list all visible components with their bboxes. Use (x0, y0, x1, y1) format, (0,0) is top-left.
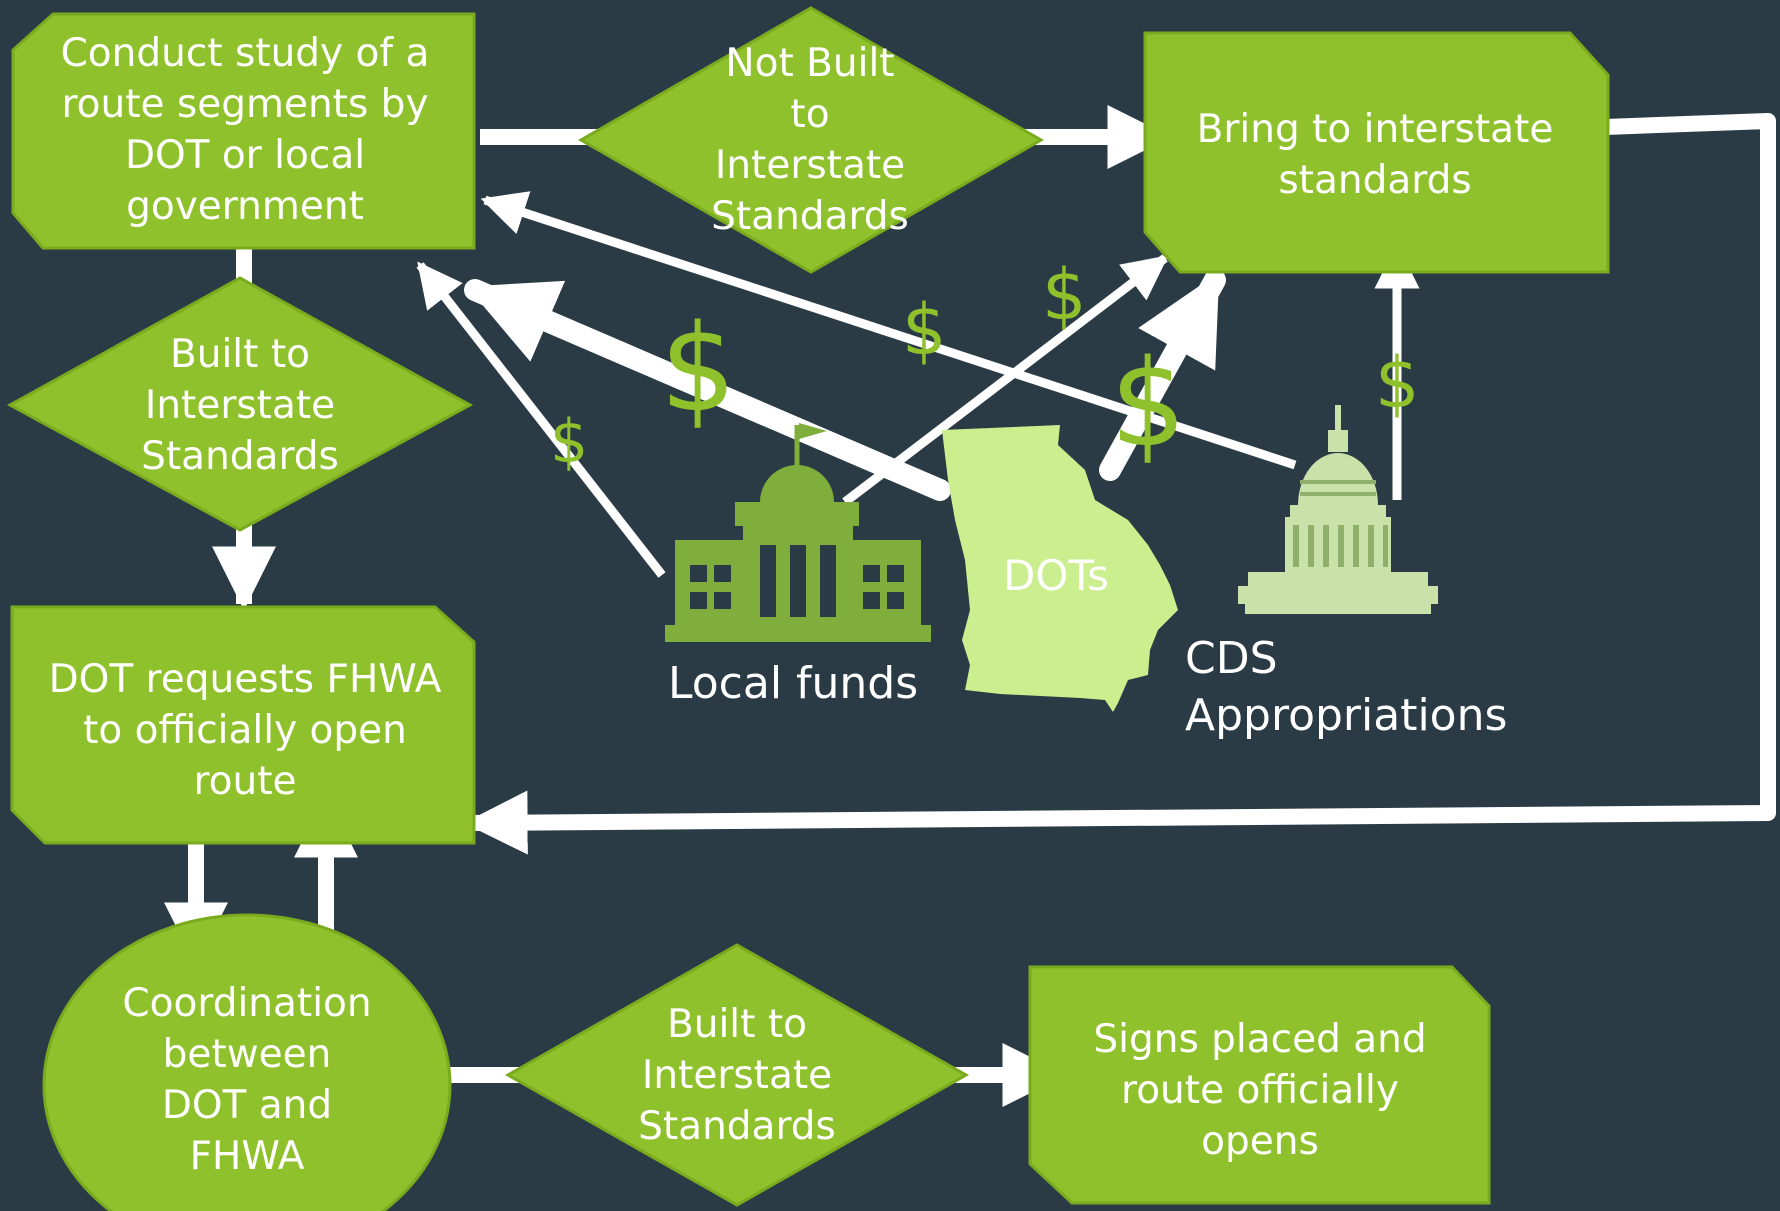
dollar-local-to-study: $ (550, 407, 589, 477)
built-diamond-2-label: Built to Interstate Standards (638, 1001, 836, 1149)
not-built-label: Not Built to Interstate Standards (711, 41, 909, 239)
dots-label: DOTs (1003, 551, 1109, 600)
local-government-building-icon (665, 423, 931, 642)
arrow-dots-to-study (464, 279, 951, 501)
coordination-label: Coordination between DOT and FHWA (122, 981, 372, 1179)
built-diamond-2 (504, 943, 970, 1207)
conduct-study-box (11, 12, 476, 250)
dollar-local-to-bring: $ (1042, 254, 1087, 336)
arrow-dots-to-bring (1099, 269, 1226, 481)
dollar-dots-to-study: $ (660, 300, 737, 439)
conduct-study-label: Conduct study of a route segments by DOT… (60, 31, 430, 229)
georgia-state-map-icon (942, 425, 1178, 712)
capitol-dome-icon (1238, 405, 1438, 614)
local-funds-label: Local funds (668, 658, 919, 709)
coordination-oval (42, 913, 452, 1211)
signs-placed-label: Signs placed and route officially opens (1093, 1016, 1427, 1164)
dollar-cds-to-study: $ (902, 289, 947, 371)
built-diamond-1-label: Built to Interstate Standards (141, 331, 339, 479)
dollar-dots-to-bring: $ (1110, 335, 1187, 474)
dollar-cds-to-bring: $ (1375, 342, 1420, 424)
arrow-bring-to-dot-requests (463, 113, 1776, 855)
signs-placed-box (1028, 965, 1491, 1205)
dot-requests-label: DOT requests FHWA to officially open rou… (48, 656, 442, 804)
bring-to-standards-label: Bring to interstate standards (1196, 107, 1554, 203)
bring-to-standards-box (1143, 31, 1610, 274)
dot-requests-box (10, 605, 476, 845)
arrow-local-to-study (416, 261, 666, 578)
not-built-diamond (577, 6, 1045, 274)
cds-appropriations-label: CDS Appropriations (1185, 633, 1508, 741)
arrow-cds-to-study (480, 191, 1297, 470)
built-diamond-1 (6, 276, 474, 532)
